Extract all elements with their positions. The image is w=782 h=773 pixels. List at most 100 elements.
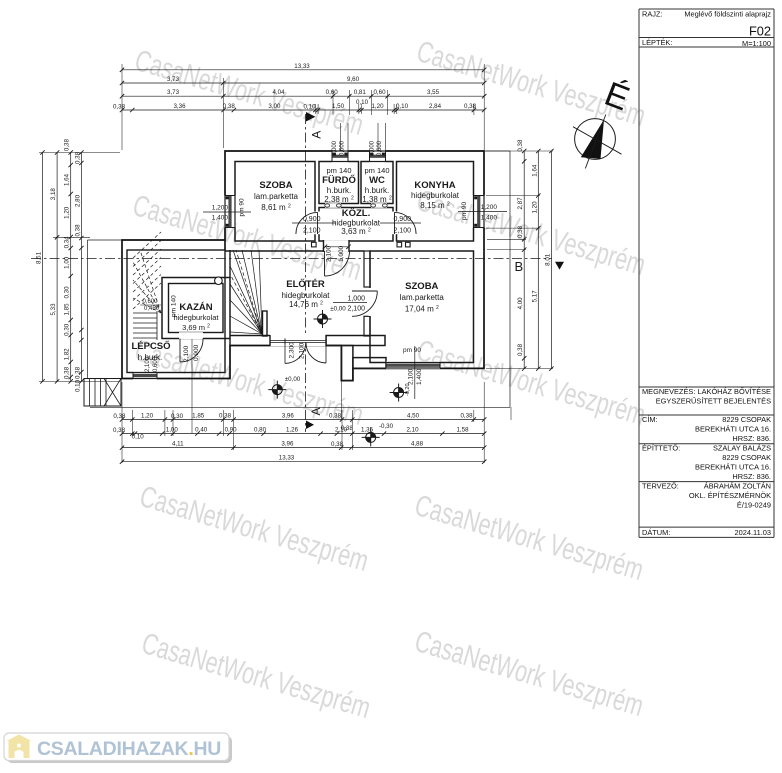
svg-text:1,85: 1,85 — [192, 413, 205, 420]
svg-text:5,17: 5,17 — [531, 290, 538, 303]
svg-text:ÁBRAHÁM ZOLTÁN: ÁBRAHÁM ZOLTÁN — [704, 482, 771, 491]
svg-text:3,36: 3,36 — [173, 103, 186, 110]
svg-text:14,76 m 2: 14,76 m 2 — [289, 300, 323, 309]
svg-text:8,15 m 2: 8,15 m 2 — [420, 201, 450, 210]
svg-text:DÁTUM:: DÁTUM: — [642, 528, 670, 537]
svg-text:1,50: 1,50 — [332, 103, 345, 110]
svg-text:0,38: 0,38 — [223, 103, 236, 110]
svg-text:0,38: 0,38 — [64, 139, 71, 152]
svg-text:8,51: 8,51 — [36, 251, 43, 264]
svg-text:0,10: 0,10 — [303, 103, 316, 110]
svg-text:1,38 m 2: 1,38 m 2 — [362, 195, 392, 204]
svg-text:8,61 m 2: 8,61 m 2 — [261, 203, 291, 212]
svg-text:2,100: 2,100 — [347, 305, 365, 312]
svg-text:A: A — [309, 407, 323, 415]
svg-text:0,30: 0,30 — [64, 323, 71, 336]
svg-text:LÉPCSŐ: LÉPCSŐ — [131, 340, 170, 352]
svg-text:1,26: 1,26 — [286, 427, 299, 434]
svg-text:±0,00: ±0,00 — [285, 376, 301, 383]
svg-text:0,600: 0,600 — [142, 299, 158, 305]
svg-text:KÖZL.: KÖZL. — [342, 208, 371, 219]
svg-text:4,11: 4,11 — [172, 441, 184, 448]
svg-text:0,38: 0,38 — [113, 413, 126, 420]
svg-text:F02: F02 — [749, 24, 771, 39]
svg-text:1,400: 1,400 — [212, 215, 229, 222]
svg-text:3,96: 3,96 — [281, 441, 294, 448]
svg-text:0,450: 0,450 — [144, 306, 160, 312]
svg-text:5,33: 5,33 — [50, 303, 57, 316]
svg-text:0,900: 0,900 — [393, 216, 411, 223]
svg-text:0,10: 0,10 — [356, 99, 369, 106]
svg-text:3,55: 3,55 — [427, 89, 440, 96]
svg-text:A: A — [310, 131, 324, 139]
svg-text:0,900: 0,900 — [193, 344, 200, 361]
svg-text:13,33: 13,33 — [294, 63, 310, 70]
svg-text:4,00: 4,00 — [517, 297, 524, 310]
svg-text:3,00: 3,00 — [268, 103, 281, 110]
svg-text:1,400: 1,400 — [481, 214, 498, 221]
svg-text:0,38: 0,38 — [517, 225, 524, 238]
svg-text:4,04: 4,04 — [272, 89, 285, 96]
svg-text:0,900: 0,900 — [303, 216, 321, 223]
svg-text:2,100: 2,100 — [408, 368, 415, 385]
svg-text:SZALAY BALÁZS: SZALAY BALÁZS — [713, 444, 771, 453]
svg-text:1,58: 1,58 — [456, 427, 469, 434]
svg-text:pm 90: pm 90 — [403, 347, 421, 354]
svg-text:3,96: 3,96 — [282, 413, 295, 420]
svg-text:h.burk.: h.burk. — [138, 353, 162, 362]
svg-text:2,87: 2,87 — [517, 197, 524, 210]
svg-text:0,38: 0,38 — [113, 103, 126, 110]
svg-text:3,73: 3,73 — [167, 76, 180, 83]
svg-text:2,100: 2,100 — [303, 228, 321, 235]
svg-text:0,38: 0,38 — [64, 366, 71, 379]
svg-text:±0,00: ±0,00 — [330, 306, 346, 313]
svg-text:1,000: 1,000 — [332, 140, 338, 156]
svg-text:0,38: 0,38 — [517, 139, 524, 152]
svg-text:0,600: 0,600 — [377, 140, 383, 156]
svg-text:FÜRDŐ: FÜRDŐ — [322, 174, 356, 186]
svg-text:4,50: 4,50 — [407, 413, 420, 420]
svg-text:8229 CSOPAK: 8229 CSOPAK — [722, 453, 771, 462]
svg-text:1,00: 1,00 — [64, 256, 71, 269]
svg-text:0,600: 0,600 — [340, 140, 346, 156]
svg-text:4,88: 4,88 — [411, 441, 424, 448]
svg-text:3,69 m 2: 3,69 m 2 — [182, 323, 210, 332]
svg-text:TERVEZŐ:: TERVEZŐ: — [642, 482, 679, 491]
svg-text:OKL. ÉPÍTÉSZMÉRNÖK: OKL. ÉPÍTÉSZMÉRNÖK — [689, 491, 771, 500]
svg-text:17,04 m 2: 17,04 m 2 — [405, 305, 439, 314]
svg-text:0,38: 0,38 — [74, 366, 81, 379]
svg-text:pm 140: pm 140 — [326, 166, 351, 175]
svg-text:1,400: 1,400 — [416, 368, 423, 385]
svg-text:2,100: 2,100 — [183, 345, 190, 362]
svg-text:0,30: 0,30 — [64, 286, 71, 299]
svg-text:0,38: 0,38 — [113, 427, 126, 434]
svg-text:1,20: 1,20 — [64, 206, 71, 219]
svg-text:0,81: 0,81 — [354, 89, 367, 96]
svg-text:M=1:100: M=1:100 — [742, 39, 771, 48]
svg-text:0,38: 0,38 — [331, 441, 344, 448]
svg-text:0,10: 0,10 — [74, 379, 81, 392]
svg-text:Meglévő földszinti alaprajz: Meglévő földszinti alaprajz — [684, 10, 771, 19]
svg-text:BEREKHÁTI UTCA 16.: BEREKHÁTI UTCA 16. — [695, 425, 771, 434]
svg-text:8,01: 8,01 — [544, 253, 551, 266]
svg-text:1,20: 1,20 — [141, 413, 154, 420]
svg-text:0,34: 0,34 — [64, 236, 71, 249]
svg-text:LÉPTÉK:: LÉPTÉK: — [642, 38, 672, 47]
svg-text:1,20: 1,20 — [371, 103, 384, 110]
svg-text:13,33: 13,33 — [279, 455, 295, 462]
svg-text:B: B — [515, 259, 524, 274]
svg-text:BEREKHÁTI UTCA 16.: BEREKHÁTI UTCA 16. — [695, 463, 771, 472]
svg-text:8229 CSOPAK: 8229 CSOPAK — [722, 415, 771, 424]
svg-text:0,38: 0,38 — [341, 425, 354, 432]
svg-text:3,73: 3,73 — [167, 89, 180, 96]
svg-text:É/19-0249: É/19-0249 — [737, 501, 771, 510]
svg-text:1,200: 1,200 — [212, 205, 229, 212]
svg-text:0,38: 0,38 — [74, 224, 81, 237]
svg-text:SZOBA: SZOBA — [405, 281, 438, 292]
svg-text:lam.parketta: lam.parketta — [400, 293, 445, 302]
svg-text:0,30: 0,30 — [171, 413, 184, 420]
svg-text:ELŐTÉR: ELŐTÉR — [286, 278, 325, 290]
svg-text:9,60: 9,60 — [347, 76, 360, 83]
svg-text:0,38: 0,38 — [74, 151, 81, 164]
svg-text:hidegburkolat: hidegburkolat — [332, 219, 381, 228]
